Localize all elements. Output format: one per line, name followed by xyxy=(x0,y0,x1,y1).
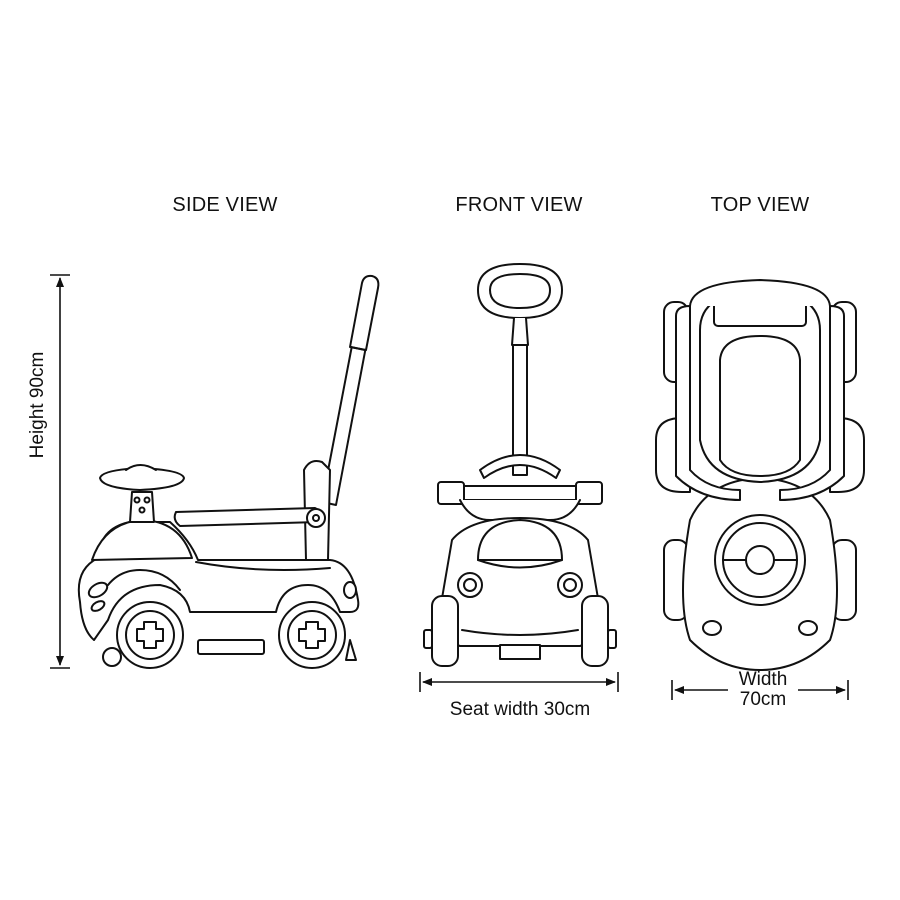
side-view-drawing xyxy=(77,274,380,669)
rear-wheel-side xyxy=(278,601,346,669)
push-handle-side xyxy=(321,274,380,506)
steering-wheel-side xyxy=(99,467,185,491)
footrest-side xyxy=(197,639,265,655)
seat-width-dimension-label: Seat width 30cm xyxy=(449,699,591,720)
front-view-title: FRONT VIEW xyxy=(455,194,583,216)
width-label-line2: 70cm xyxy=(739,689,787,710)
side-view-title: SIDE VIEW xyxy=(172,194,278,216)
width-dimension-label: Width 70cm xyxy=(739,670,788,710)
front-view-drawing xyxy=(423,263,617,667)
front-wheel-side xyxy=(116,601,184,669)
push-handle-front xyxy=(477,263,563,476)
width-label-line1: Width xyxy=(738,669,788,690)
left-wheel-front xyxy=(431,595,459,667)
top-view-title: TOP VIEW xyxy=(710,194,810,216)
armrest-side xyxy=(173,507,322,527)
height-dimension-label: Height 90cm xyxy=(27,351,48,459)
width-dimension-line xyxy=(671,680,849,700)
hood-dome-side xyxy=(91,519,193,561)
top-view-drawing xyxy=(655,279,865,671)
right-wheel-front xyxy=(581,595,609,667)
height-dimension-line xyxy=(50,274,70,669)
seat-width-dimension-line xyxy=(419,672,619,692)
